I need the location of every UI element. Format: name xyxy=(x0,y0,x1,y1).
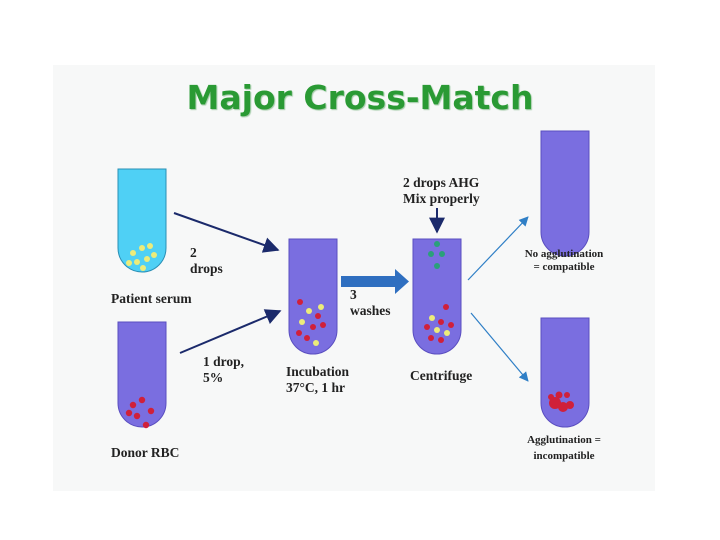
centrifuged-cell-dots xyxy=(424,304,454,343)
washes-label: 3 washes xyxy=(350,287,391,318)
agglutinated-cells xyxy=(548,391,574,412)
incompatible-tube xyxy=(540,317,590,428)
page-title: Major Cross-Match xyxy=(186,78,534,117)
donor-rbc-tube xyxy=(117,321,167,429)
arrow-serum-to-incubation xyxy=(173,212,280,253)
arrow-to-incompatible xyxy=(470,312,529,382)
compatible-tube xyxy=(540,130,590,257)
ahg-dots xyxy=(428,241,445,269)
red-cell-dots xyxy=(125,396,155,429)
mixed-cell-dots xyxy=(296,299,326,346)
arrow-washes xyxy=(341,269,409,294)
patient-serum-label: Patient serum xyxy=(111,291,192,306)
arrow-to-compatible xyxy=(467,216,529,281)
centrifuge-label: Centrifuge xyxy=(410,368,473,383)
drops-2-label: 2 drops xyxy=(190,245,223,276)
antibody-dots xyxy=(126,243,157,271)
drop-1-label: 1 drop, 5% xyxy=(203,354,245,385)
incubation-tube xyxy=(288,238,338,355)
centrifuge-tube xyxy=(412,238,462,355)
arrow-rbc-to-incubation xyxy=(179,309,282,354)
donor-rbc-label: Donor RBC xyxy=(111,445,180,460)
incubation-label: Incubation 37°C, 1 hr xyxy=(286,364,350,395)
agglutination-label: Agglutination = incompatible xyxy=(527,434,601,462)
patient-serum-tube xyxy=(117,168,167,273)
no-agglutination-label: No agglutination = compatible xyxy=(524,248,604,273)
ahg-label: 2 drops AHG Mix properly xyxy=(403,175,480,206)
